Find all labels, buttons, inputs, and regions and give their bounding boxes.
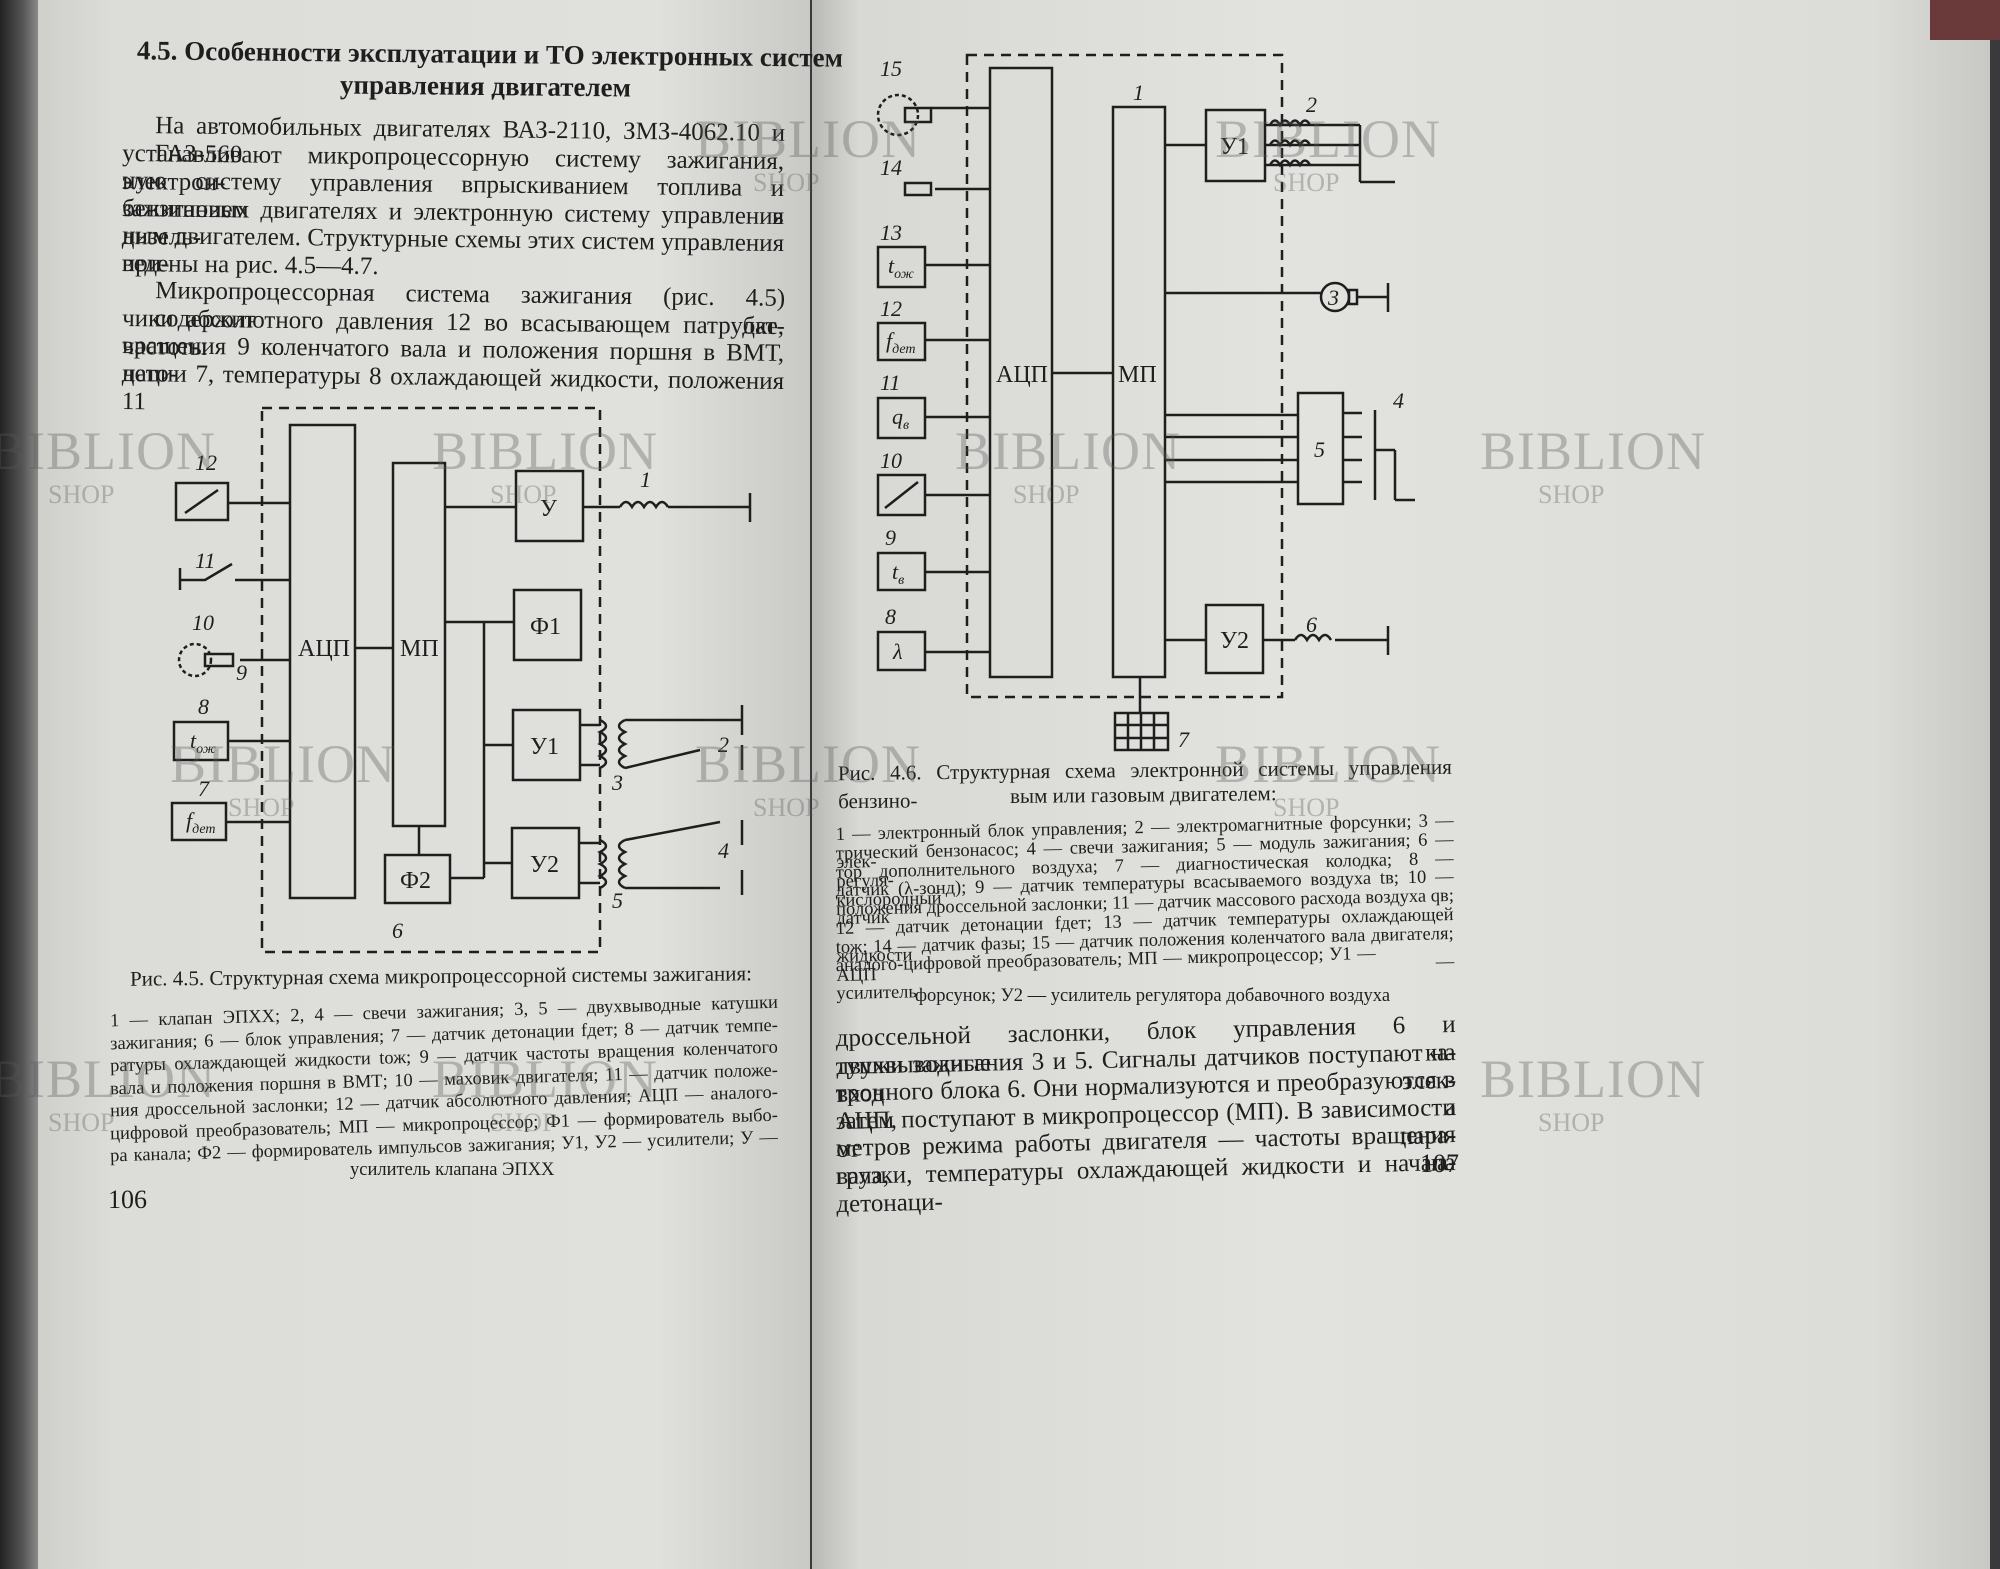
label-f1: Ф1 bbox=[530, 614, 561, 640]
watermark-sub: SHOP bbox=[1538, 1108, 1605, 1137]
label-adc: АЦП bbox=[996, 362, 1048, 388]
label-6: 6 bbox=[392, 918, 403, 943]
svg-text:13: 13 bbox=[880, 220, 902, 245]
watermark-sub: SHOP bbox=[1013, 480, 1080, 509]
svg-text:9: 9 bbox=[885, 525, 896, 550]
svg-text:8: 8 bbox=[885, 604, 896, 629]
watermark-brand: BIBLION bbox=[695, 734, 921, 794]
figure-4-6-diagram bbox=[876, 53, 1415, 752]
page-number-right: 107 bbox=[1420, 1149, 1459, 1178]
f1-block bbox=[512, 588, 583, 662]
svg-text:fдет: fдет bbox=[886, 328, 916, 357]
label-5: 5 bbox=[612, 888, 623, 913]
label-mp: МП bbox=[1118, 362, 1157, 388]
watermark-sub: SHOP bbox=[753, 793, 820, 822]
watermark-brand: BIBLION bbox=[432, 1049, 658, 1109]
watermark-brand: BIBLION bbox=[955, 421, 1181, 481]
watermark-sub: SHOP bbox=[1273, 168, 1340, 197]
watermark-brand: BIBLION bbox=[1215, 734, 1441, 794]
right-page bbox=[812, 0, 1990, 1569]
svg-text:fдет: fдет bbox=[186, 808, 216, 837]
label-7: 7 bbox=[198, 776, 210, 801]
label-9: 9 bbox=[236, 660, 247, 685]
watermark-brand: BIBLION bbox=[1480, 421, 1706, 481]
svg-text:4: 4 bbox=[1393, 388, 1404, 413]
book-spine-edge bbox=[0, 0, 38, 1569]
watermark-sub: SHOP bbox=[1273, 793, 1340, 822]
label-2: 2 bbox=[718, 732, 729, 757]
svg-text:λ: λ bbox=[892, 639, 903, 664]
watermark-brand: BIBLION bbox=[432, 421, 658, 481]
svg-text:tож: tож bbox=[888, 253, 914, 282]
svg-text:6: 6 bbox=[1306, 612, 1317, 637]
watermark-sub: SHOP bbox=[48, 480, 115, 509]
label-f2: Ф2 bbox=[400, 868, 431, 894]
label-8: 8 bbox=[198, 694, 209, 719]
svg-text:7: 7 bbox=[1178, 727, 1190, 752]
watermark-sub: SHOP bbox=[228, 793, 295, 822]
label-u2: У2 bbox=[530, 852, 559, 878]
svg-text:tож: tож bbox=[190, 728, 216, 757]
svg-text:2: 2 bbox=[1306, 92, 1317, 117]
svg-text:qв: qв bbox=[892, 404, 909, 433]
svg-text:14: 14 bbox=[880, 155, 902, 180]
left-page bbox=[38, 0, 810, 1569]
label-3: 3 bbox=[611, 770, 623, 795]
watermark-brand: BIBLION bbox=[0, 1049, 216, 1109]
label-11: 11 bbox=[195, 548, 215, 573]
watermark-sub: SHOP bbox=[490, 480, 557, 509]
svg-text:12: 12 bbox=[880, 296, 902, 321]
watermark-sub: SHOP bbox=[753, 168, 820, 197]
label-adc: АЦП bbox=[298, 636, 350, 662]
label-1: 1 bbox=[640, 467, 651, 492]
watermark-brand: BIBLION bbox=[1215, 109, 1441, 169]
watermark-brand: BIBLION bbox=[1480, 1049, 1706, 1109]
svg-text:3: 3 bbox=[1327, 285, 1339, 310]
label-mp: МП bbox=[400, 636, 439, 662]
svg-text:tв: tв bbox=[892, 559, 904, 588]
label-u1: У1 bbox=[1220, 134, 1249, 160]
svg-text:1: 1 bbox=[1133, 80, 1144, 105]
page-number-left: 106 bbox=[108, 1185, 147, 1214]
watermark-brand: BIBLION bbox=[0, 421, 216, 481]
svg-text:11: 11 bbox=[880, 370, 900, 395]
sensor-12-box bbox=[174, 481, 230, 522]
adc-block bbox=[288, 423, 357, 900]
watermark-sub: SHOP bbox=[1538, 480, 1605, 509]
svg-text:15: 15 bbox=[880, 56, 902, 81]
watermark-brand: BIBLION bbox=[695, 109, 921, 169]
label-12: 12 bbox=[195, 450, 217, 475]
label-u2: У2 bbox=[1220, 628, 1249, 654]
label-10: 10 bbox=[192, 610, 214, 635]
watermark-sub: SHOP bbox=[48, 1108, 115, 1137]
svg-text:5: 5 bbox=[1314, 437, 1325, 462]
label-u: У bbox=[540, 496, 557, 522]
svg-text:10: 10 bbox=[880, 448, 902, 473]
label-u1: У1 bbox=[530, 734, 559, 760]
watermark-sub: SHOP bbox=[490, 1108, 557, 1137]
background-edge bbox=[1930, 0, 2000, 40]
label-4: 4 bbox=[718, 838, 729, 863]
figure-4-5-caption-title: Рис. 4.5. Структурная схема микропроцесс… bbox=[129, 961, 753, 991]
watermark-brand: BIBLION bbox=[170, 734, 396, 794]
